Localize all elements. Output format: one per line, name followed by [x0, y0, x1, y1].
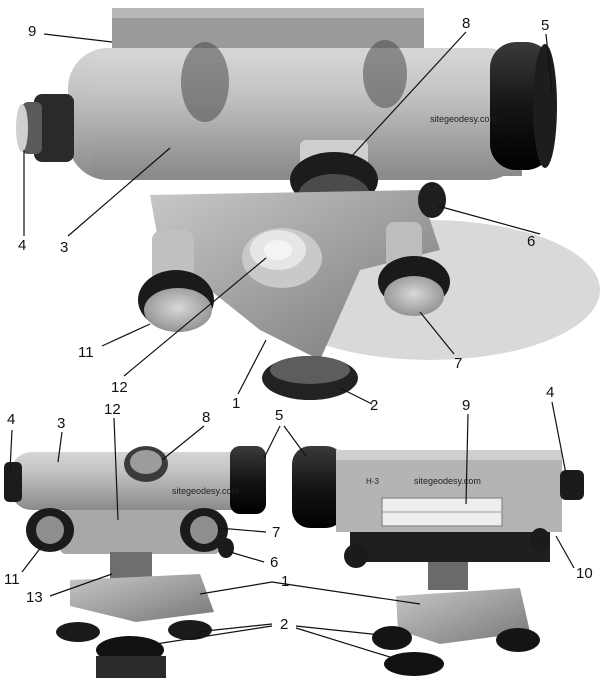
callout-bl-6: 6	[270, 554, 279, 571]
watermark-top: sitegeodesy.com	[430, 114, 497, 124]
callout-top-3: 3	[60, 239, 69, 256]
callout-br-9: 9	[462, 397, 471, 414]
callout-top-1: 1	[232, 395, 241, 412]
callout-top-2: 2	[370, 397, 379, 414]
model-mark: H-3	[366, 477, 379, 486]
callout-top-4: 4	[18, 237, 27, 254]
callout-bl-7: 7	[272, 524, 281, 541]
watermark-bottom-right: sitegeodesy.com	[414, 476, 481, 486]
callout-bl-5: 5	[275, 407, 284, 424]
callout-bl-13: 13	[26, 589, 43, 606]
callout-bl-8: 8	[202, 409, 211, 426]
callout-bl-4: 4	[7, 411, 16, 428]
callout-top-7: 7	[454, 355, 463, 372]
callout-top-8: 8	[462, 15, 471, 32]
watermark-bottom-left: sitegeodesy.com	[172, 486, 239, 496]
callout-bl-3: 3	[57, 415, 66, 432]
leader-lines	[9, 31, 575, 663]
bottom-right-photo: H-3 sitegeodesy.com	[274, 436, 584, 678]
callout-top-12: 12	[111, 379, 128, 396]
callout-top-5: 5	[541, 17, 550, 34]
callout-br-4: 4	[546, 384, 555, 401]
callout-bl-1: 1	[281, 573, 290, 590]
callout-bl-11: 11	[4, 571, 20, 588]
callout-br-10: 10	[576, 565, 593, 582]
callout-top-6: 6	[527, 233, 536, 250]
callout-bl-12: 12	[104, 401, 121, 418]
top-view-photo: sitegeodesy.com	[16, 8, 600, 400]
callout-bl-2: 2	[280, 616, 289, 633]
bottom-left-photo: sitegeodesy.com	[4, 446, 266, 678]
callout-top-11: 11	[78, 344, 94, 361]
callout-top-9: 9	[28, 23, 37, 40]
